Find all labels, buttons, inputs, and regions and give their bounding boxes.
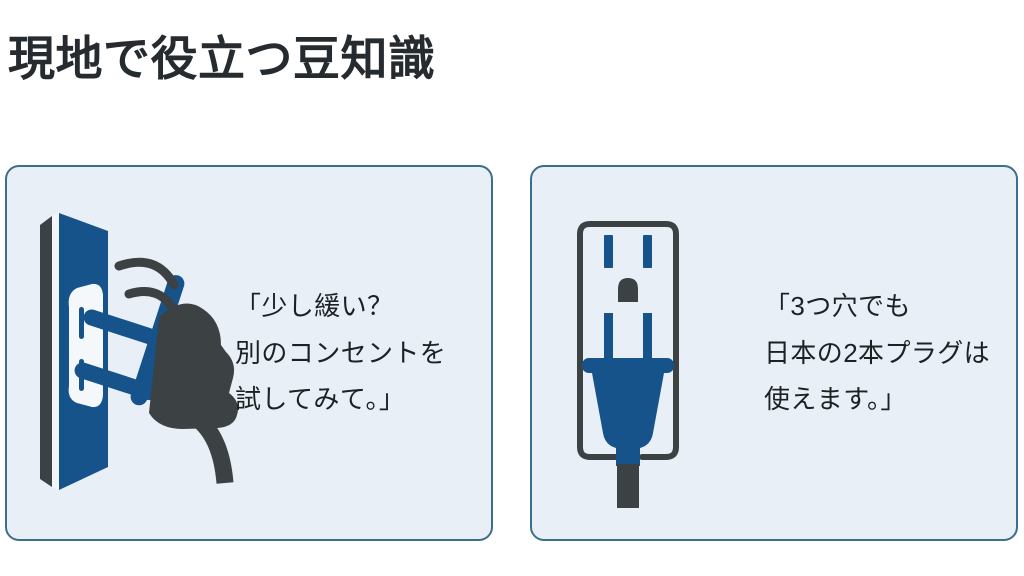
plug-prongs xyxy=(604,313,652,361)
wall-plate-edge xyxy=(40,216,52,487)
plug-body xyxy=(592,373,664,466)
power-cord xyxy=(617,464,639,508)
page-title: 現地で役立つ豆知識 xyxy=(8,32,436,85)
outlet-plate xyxy=(577,221,679,460)
ground-hole xyxy=(618,278,638,302)
plug-body xyxy=(149,303,238,429)
caption-line: 別のコンセントを xyxy=(235,337,447,368)
outlet-slots xyxy=(604,235,652,268)
socket-face xyxy=(68,283,103,408)
caption-line: 日本の2本プラグは xyxy=(764,337,991,368)
caption-line: 使えます。」 xyxy=(764,384,907,415)
card-three-hole-outlet: 「3つ穴でも 日本の2本プラグは 使えます。」 xyxy=(530,165,1018,541)
card-loose-plug: 「少し緩い？ 別のコンセントを 試してみて。」 xyxy=(5,165,493,541)
motion-arcs xyxy=(114,257,179,314)
loose-plug-illustration xyxy=(7,167,257,539)
caption-line: 「3つ穴でも xyxy=(764,290,911,321)
plug-flange xyxy=(582,358,674,373)
caption-three-hole-outlet: 「3つ穴でも 日本の2本プラグは 使えます。」 xyxy=(764,167,1014,539)
caption-line: 試してみて。」 xyxy=(235,384,406,415)
caption-loose-plug: 「少し緩い？ 別のコンセントを 試してみて。」 xyxy=(235,167,491,539)
three-hole-outlet-illustration xyxy=(532,167,772,539)
caption-line: 「少し緩い？ xyxy=(235,290,394,321)
power-cord xyxy=(189,410,234,484)
